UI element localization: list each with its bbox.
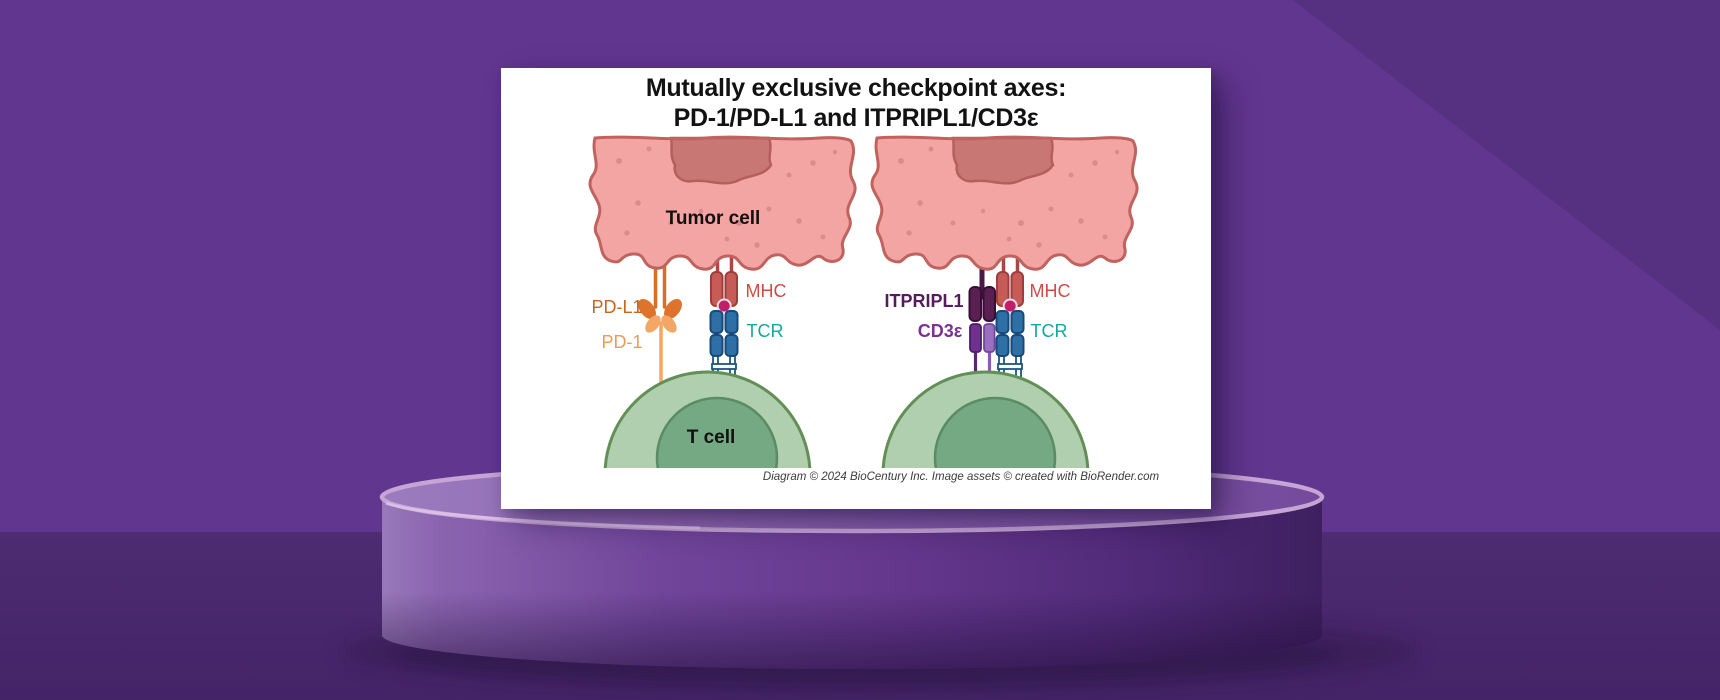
tcr-label-right: TCR xyxy=(1031,321,1068,341)
itpripl1-receptor xyxy=(968,286,996,322)
pd-1-label: PD-1 xyxy=(601,332,642,352)
pd-l1-receptor xyxy=(638,298,682,320)
diagram-title: Mutually exclusive checkpoint axes: PD-1… xyxy=(501,74,1211,133)
tumor-cell-label: Tumor cell xyxy=(666,208,761,229)
mhc-tcr-complex-right xyxy=(995,271,1025,357)
mhc-label-right: MHC xyxy=(1030,281,1071,301)
t-cell-right xyxy=(881,370,1090,468)
tumor-cell-right xyxy=(872,137,1137,269)
mhc-tcr-complex-left xyxy=(709,271,739,357)
cd3e-receptor xyxy=(969,323,996,353)
t-cell-left xyxy=(603,370,812,468)
diagram-card: Mutually exclusive checkpoint axes: PD-1… xyxy=(501,68,1211,509)
podium-rim-highlight xyxy=(385,501,701,530)
cd3e-label: CD3ε xyxy=(918,321,963,341)
copyright-caption: Diagram © 2024 BioCentury Inc. Image ass… xyxy=(762,471,1160,483)
tumor-cell-left xyxy=(590,137,855,269)
diagram-title-line1: Mutually exclusive checkpoint axes: xyxy=(645,74,1067,102)
podium-drum xyxy=(382,497,1322,669)
diagram-title-line2: PD-1/PD-L1 and ITPRIPL1/CD3ε xyxy=(673,103,1039,132)
itpripl1-label: ITPRIPL1 xyxy=(884,291,963,311)
tcr-label-left: TCR xyxy=(747,321,784,341)
checkpoint-figure: Tumor cell T cell PD-L1 PD-1 MHC TCR ITP… xyxy=(501,125,1211,468)
mhc-label-left: MHC xyxy=(746,281,787,301)
t-cell-label: T cell xyxy=(687,427,736,448)
pd-l1-label: PD-L1 xyxy=(591,297,642,317)
pd-1-receptor xyxy=(645,315,677,333)
